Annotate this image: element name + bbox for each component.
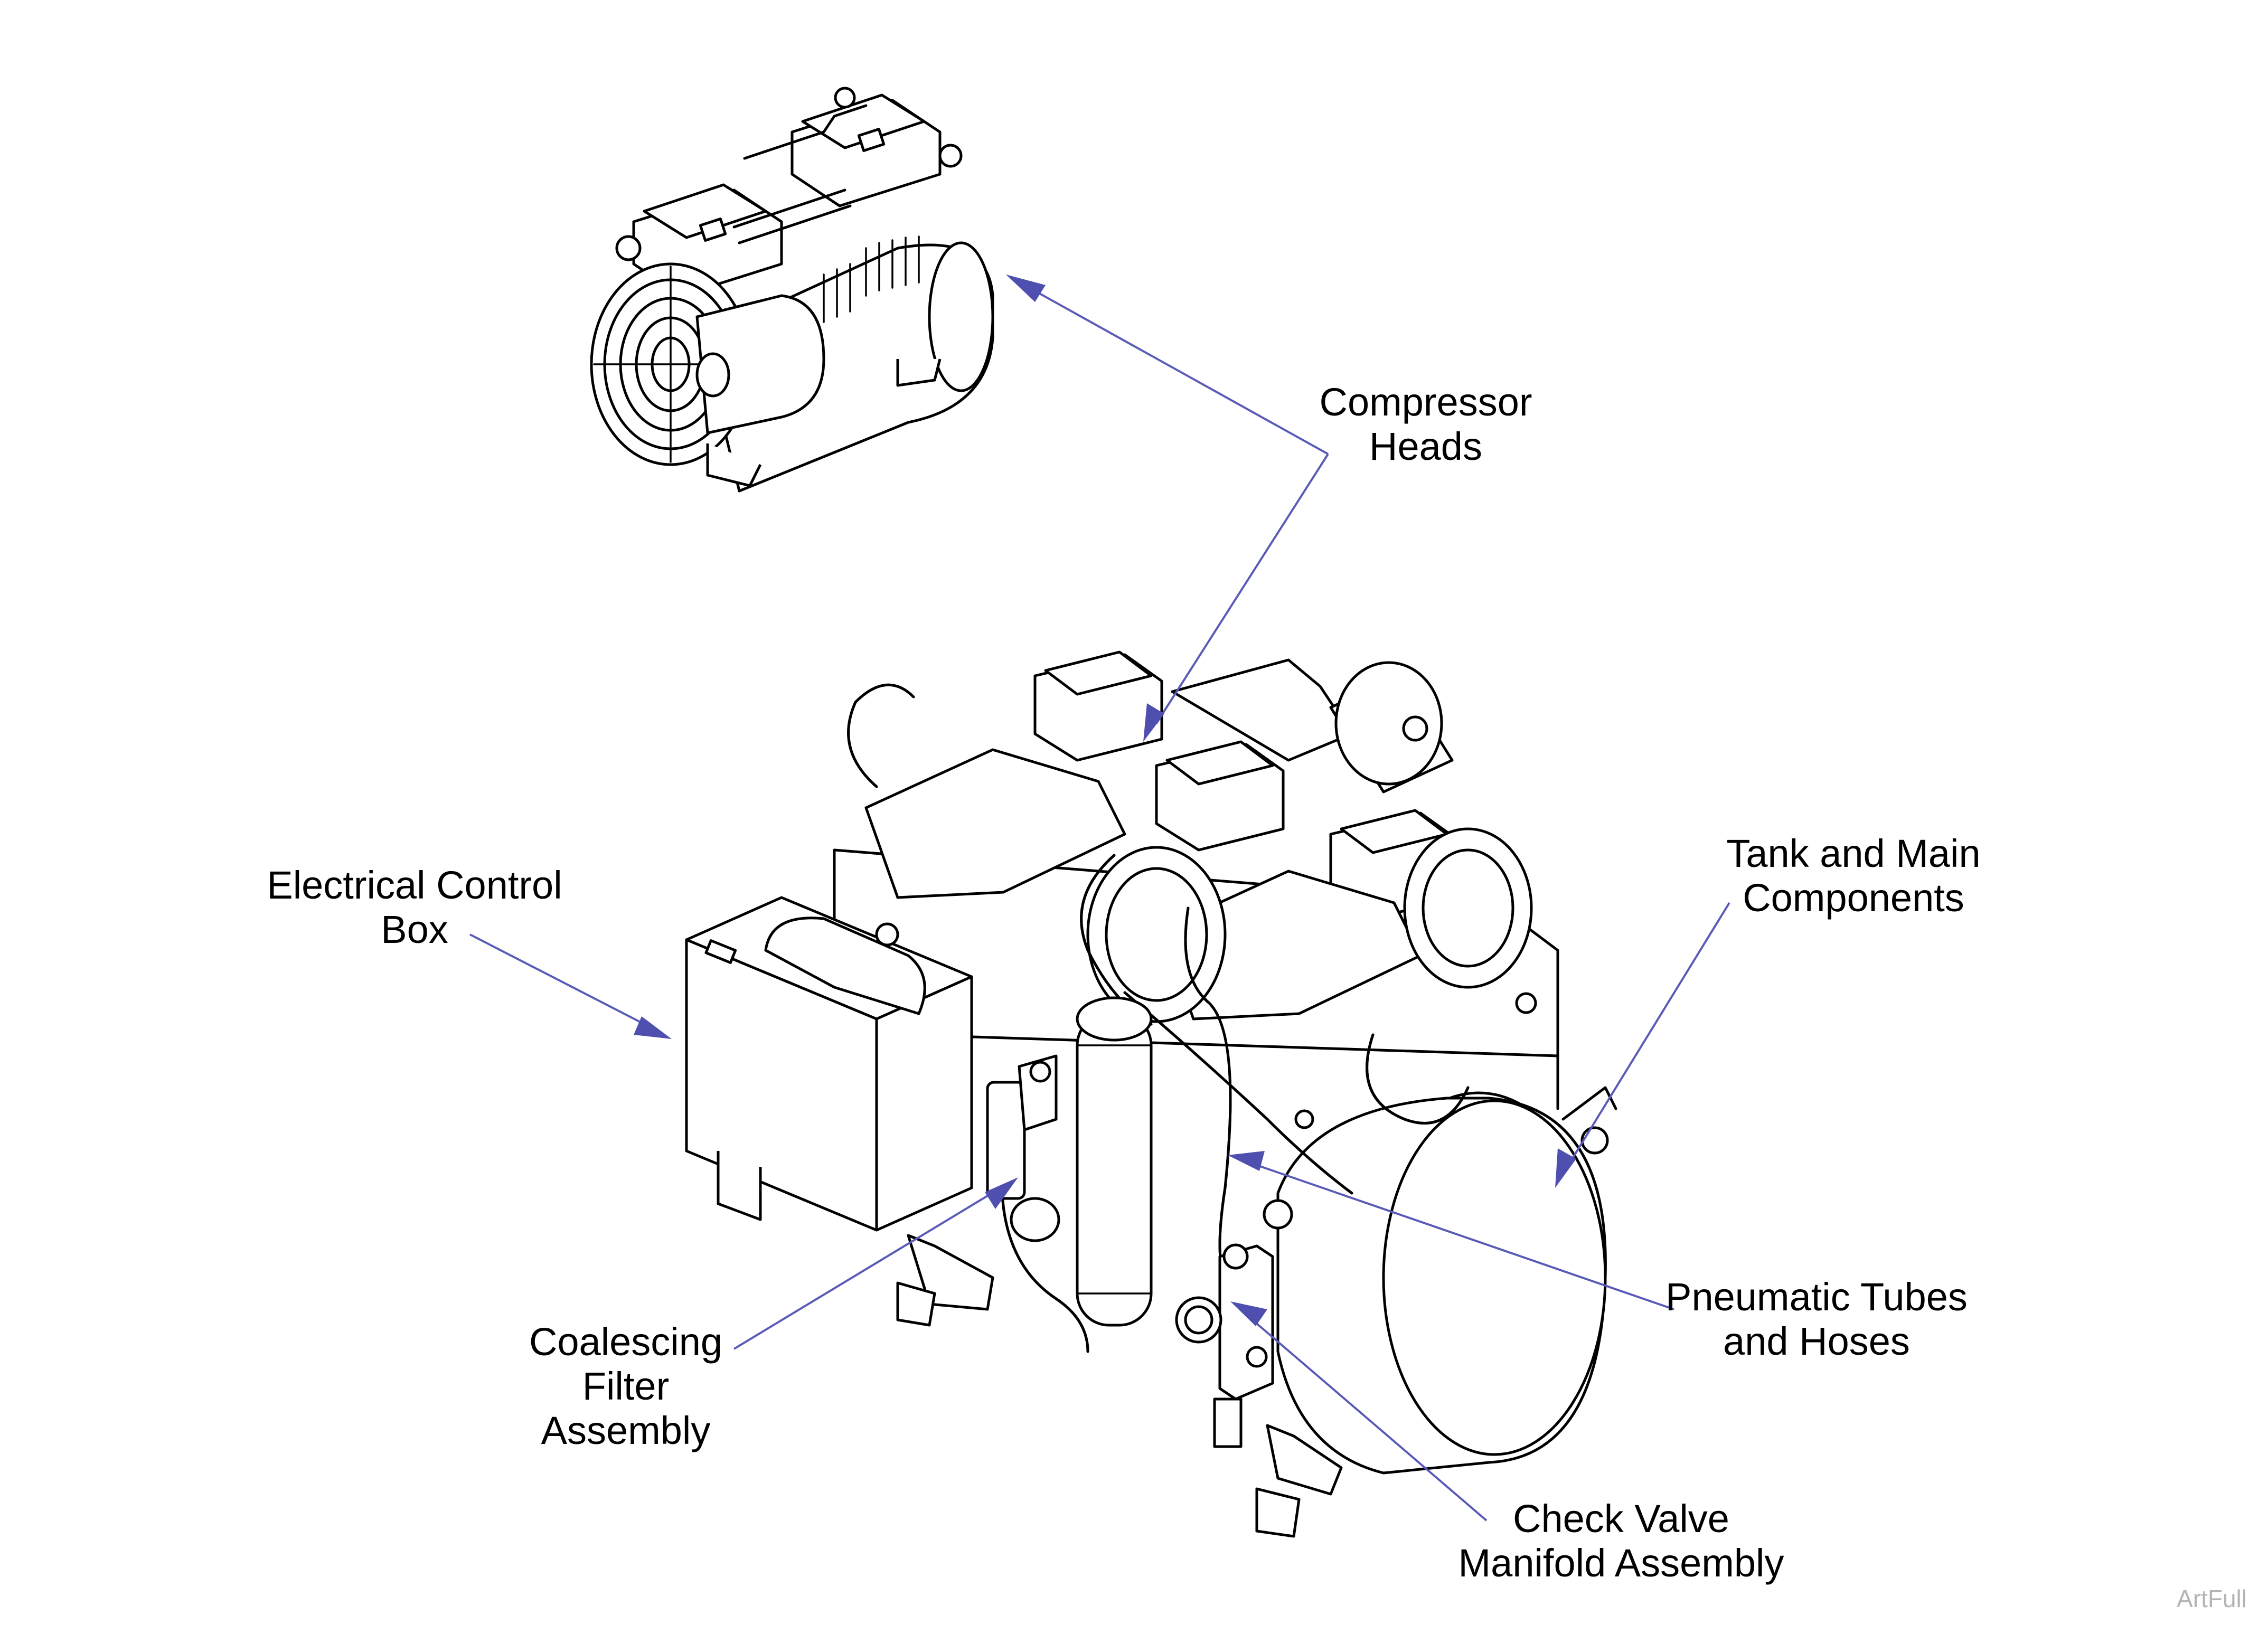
callout-electrical-control-box-line-2: Box (381, 908, 448, 951)
dryer-cylinder-drawing (1076, 996, 1153, 1327)
callout-pneumatic-tubes-line-2: and Hoses (1723, 1319, 1910, 1363)
arrowhead-check-valve (1230, 1301, 1267, 1326)
leader-coalescing-filter (733, 1187, 1002, 1350)
artfull-watermark: ArtFull (2177, 1585, 2247, 1612)
callout-compressor-heads: Compressor Heads (1288, 380, 1563, 469)
arrowhead-electrical-control-box (634, 1016, 672, 1039)
callout-electrical-control-box-line-1: Electrical Control (267, 863, 562, 907)
callout-pneumatic-tubes-and-hoses: Pneumatic Tubes and Hoses (1648, 1275, 1985, 1364)
leader-compressor-heads-top (1024, 284, 1329, 455)
assembly-head-1 (1033, 650, 1163, 762)
callout-compressor-heads-line-2: Heads (1369, 424, 1482, 468)
assembly-head-2 (1155, 740, 1285, 852)
callout-coalescing-filter-line-2: Filter (582, 1364, 670, 1408)
compressor-head-unit (590, 87, 994, 493)
callout-electrical-control-box: Electrical Control Box (253, 863, 576, 952)
callout-tank-and-main-line-1: Tank and Main (1726, 832, 1981, 875)
arrowhead-pneumatic-tubes (1228, 1151, 1265, 1171)
leader-check-valve (1245, 1314, 1488, 1522)
callout-compressor-heads-line-1: Compressor (1319, 380, 1532, 424)
callout-tank-and-main-components: Tank and Main Components (1695, 832, 2012, 920)
compressor-assembly (685, 650, 1617, 1538)
callout-pneumatic-tubes-line-1: Pneumatic Tubes (1665, 1275, 1968, 1319)
callout-check-valve-line-2: Manifold Assembly (1458, 1541, 1784, 1585)
callout-coalescing-filter-line-3: Assembly (541, 1409, 711, 1452)
leader-compressor-heads-bottom (1155, 453, 1329, 724)
callout-coalescing-filter-line-1: Coalescing (529, 1320, 723, 1364)
callout-check-valve-manifold-assembly: Check Valve Manifold Assembly (1436, 1497, 1806, 1585)
electrical-control-box-drawing (685, 896, 973, 1232)
leader-electrical-control-box (469, 933, 655, 1031)
leader-lines (469, 275, 1730, 1522)
callout-check-valve-line-1: Check Valve (1513, 1497, 1729, 1541)
arrowhead-coalescing-filter (985, 1177, 1018, 1209)
callout-coalescing-filter-assembly: Coalescing Filter Assembly (507, 1320, 745, 1453)
arrowhead-compressor-heads-top (1006, 275, 1046, 302)
arrowhead-tank-and-main (1555, 1148, 1576, 1188)
leader-tank-and-main (1565, 902, 1730, 1170)
check-valve-manifold-drawing (1175, 1243, 1274, 1448)
arrowhead-compressor-heads-bottom (1143, 703, 1164, 742)
callout-tank-and-main-line-2: Components (1743, 876, 1964, 920)
coalescing-filter-drawing (986, 1054, 1060, 1242)
leader-pneumatic-tubes (1246, 1160, 1674, 1310)
